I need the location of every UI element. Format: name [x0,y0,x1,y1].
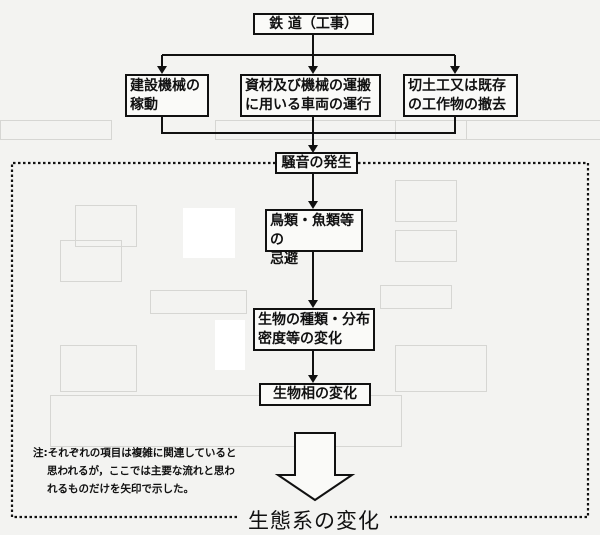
noise-generation-box: 騒音の発生 [275,152,358,174]
arrowhead [308,375,318,383]
cause-box-machinery: 建設機械の稼動 [125,74,209,117]
ghost-box [395,230,457,262]
avoidance-box: 鳥類・魚類等の忌避 [265,209,363,267]
ghost-box [395,180,457,222]
box-label: 忌避 [270,251,298,267]
redacted-area [183,208,235,258]
ghost-box [380,285,452,309]
hollow-down-arrow-icon [274,432,356,502]
note-line: 注:それぞれの項目は複雑に関連していると [33,447,237,459]
ghost-box [60,240,122,282]
box-label: に用いる車両の運行 [245,97,371,113]
box-label: 密度等の変化 [258,331,342,347]
box-label: 生物相の変化 [273,386,357,402]
note-line: れるものだけを矢印で示した。 [47,483,194,495]
ghost-box [395,345,487,392]
ghost-box [215,120,467,140]
merge-line [161,116,456,134]
railway-construction-box: 鉄 道（工事） [253,13,374,35]
biota-change-box: 生物相の変化 [259,383,371,406]
note-line: 思われるが，ここでは主要な流れと思わ [47,465,235,477]
arrowhead [308,300,318,308]
box-label: の工作物の撤去 [408,97,506,113]
ghost-box [60,345,137,392]
arrowheads [157,66,460,383]
cause-box-excavation: 切土工又は既存の工作物の撤去 [403,74,518,117]
arrowhead [308,201,318,209]
ghost-box [50,395,402,447]
ghost-box [0,120,112,140]
arrowhead [450,66,460,74]
box-label: 鉄 道（工事） [269,16,358,32]
footnote: 注:それぞれの項目は複雑に関連していると 思われるが，ここでは主要な流れと思わ … [33,444,236,498]
arrowhead [308,145,318,153]
cause-box-vehicles: 資材及び機械の運搬に用いる車両の運行 [240,74,381,117]
ghost-box [150,290,247,314]
box-label: 騒音の発生 [281,155,352,171]
ghost-box [395,120,600,140]
box-label: 切土工又は既存 [408,78,506,94]
dotted-boundary [10,161,590,519]
box-label: 生物の種類・分布 [258,312,370,328]
species-distribution-box: 生物の種類・分布密度等の変化 [253,308,375,351]
redacted-area [215,320,245,370]
box-label: 資材及び機械の運搬 [245,78,371,94]
arrowhead [157,66,167,74]
box-label: 稼動 [130,97,158,113]
arrowhead [308,66,318,74]
ghost-box [75,205,137,247]
ecosystem-change-label: 生態系の変化 [238,505,390,535]
box-label: 建設機械の [130,78,200,94]
box-label: 鳥類・魚類等の [270,213,354,248]
